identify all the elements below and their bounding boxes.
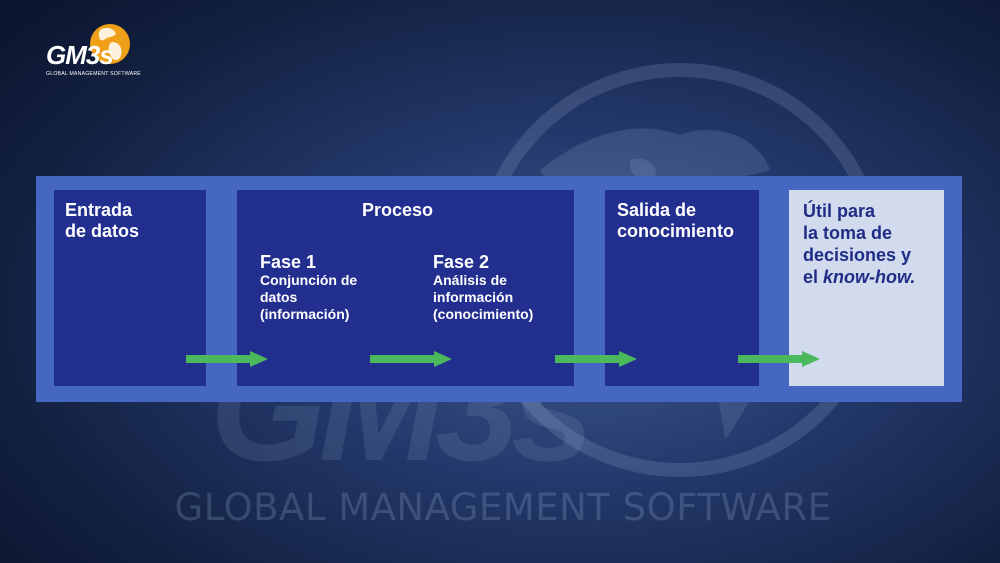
fase2-line1: Análisis de bbox=[433, 272, 507, 288]
util-line2: la toma de bbox=[803, 223, 893, 243]
fase1-line1: Conjunción de bbox=[260, 272, 358, 288]
fase1-title: Fase 1 bbox=[260, 252, 317, 272]
salida-line1: Salida de bbox=[617, 200, 697, 220]
entrada-label: Entrada de datos bbox=[65, 200, 139, 242]
util-line4-em: know-how. bbox=[823, 267, 916, 287]
util-line4: el know-how. bbox=[803, 266, 915, 288]
arrow-right-icon bbox=[186, 351, 268, 367]
salida-label: Salida de conocimiento bbox=[617, 200, 734, 242]
salida-line2: conocimiento bbox=[617, 221, 735, 241]
fase1-line2: datos bbox=[260, 289, 298, 305]
salida-box bbox=[605, 190, 759, 386]
logo-globe-icon bbox=[90, 24, 130, 64]
util-label: Útil para la toma de decisiones y el kno… bbox=[803, 200, 915, 288]
fase2-line3: (conocimiento) bbox=[433, 306, 534, 322]
util-line3: decisiones y bbox=[803, 245, 912, 265]
proceso-title: Proceso bbox=[362, 200, 434, 220]
entrada-box bbox=[54, 190, 206, 386]
arrow-right-icon bbox=[738, 351, 820, 367]
fase2-line2: información bbox=[433, 289, 514, 305]
arrow-right-icon bbox=[555, 351, 637, 367]
proceso-box bbox=[237, 190, 574, 386]
entrada-line2: de datos bbox=[65, 221, 140, 241]
fase1-block: Fase 1 Conjunción de datos (información) bbox=[260, 252, 357, 323]
entrada-line1: Entrada bbox=[65, 200, 133, 220]
logo-tagline: GLOBAL MANAGEMENT SOFTWARE bbox=[46, 71, 141, 77]
watermark-text: GLOBAL MANAGEMENT SOFTWARE bbox=[174, 486, 832, 529]
util-line4-prefix: el bbox=[803, 267, 824, 287]
logo-brand: GM3s bbox=[46, 40, 114, 70]
fase2-title: Fase 2 bbox=[433, 252, 490, 272]
util-line1: Útil para bbox=[803, 201, 876, 221]
fase1-line3: (información) bbox=[260, 306, 350, 322]
fase2-block: Fase 2 Análisis de información (conocimi… bbox=[433, 252, 533, 323]
arrow-right-icon bbox=[370, 351, 452, 367]
util-box bbox=[789, 190, 944, 386]
